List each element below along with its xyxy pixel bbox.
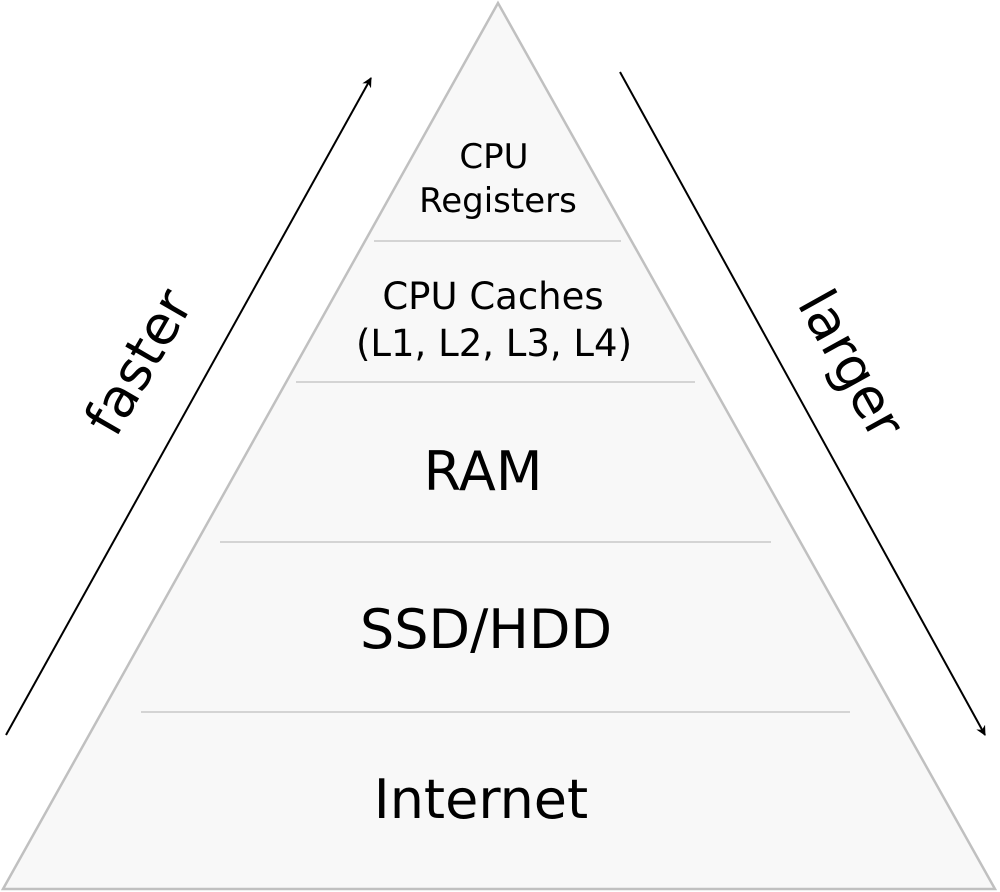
tier-label-ram: RAM	[424, 440, 543, 503]
faster-arrow	[5, 77, 372, 736]
larger-arrow	[619, 71, 986, 736]
tier-label-caches-line1: CPU Caches	[382, 275, 603, 318]
tier-label-internet: Internet	[374, 768, 588, 831]
tier-label-registers-line1: CPU	[459, 137, 528, 177]
larger-axis-label: larger	[785, 279, 918, 449]
faster-axis-label: faster	[72, 278, 205, 446]
tier-label-caches-line2: (L1, L2, L3, L4)	[356, 322, 632, 365]
tier-label-storage: SSD/HDD	[360, 598, 612, 661]
tier-label-registers-line2: Registers	[419, 181, 577, 221]
